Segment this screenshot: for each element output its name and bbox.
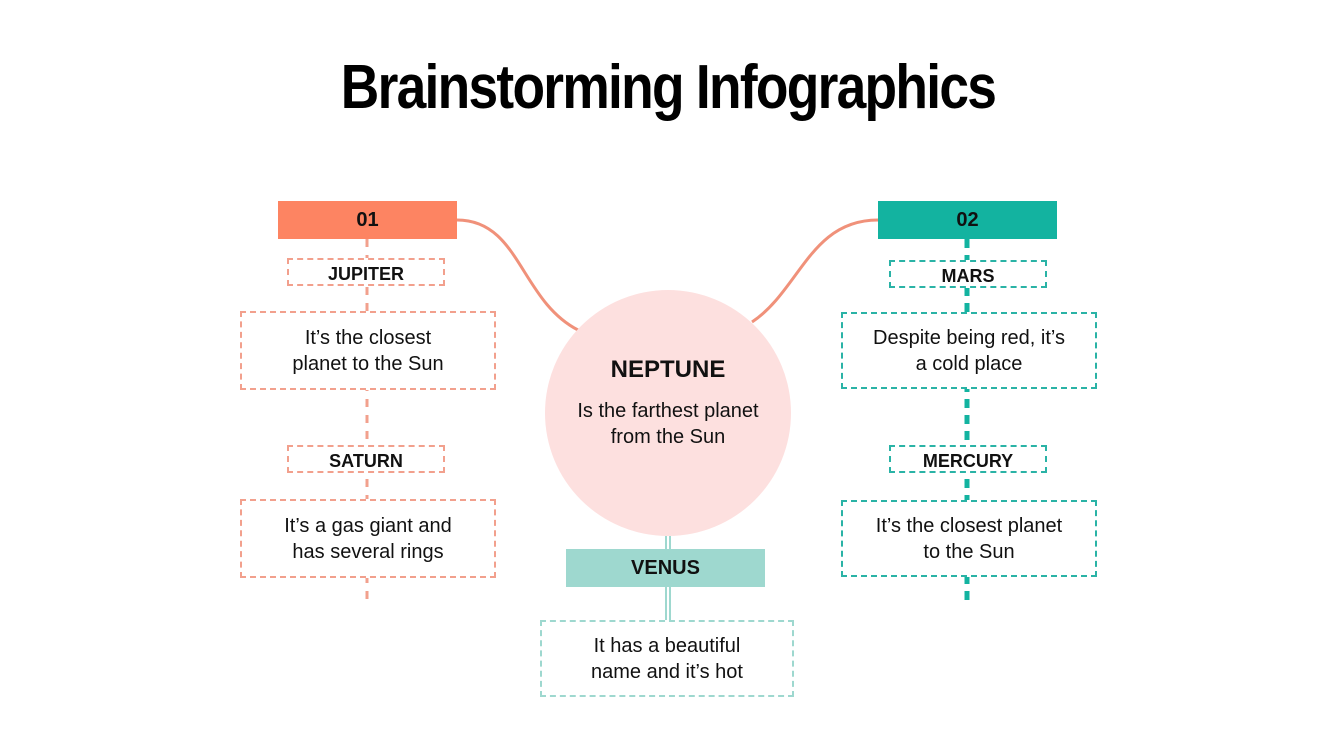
label-saturn: SATURN	[287, 445, 445, 473]
desc-venus-text: It has a beautiful name and it’s hot	[591, 634, 743, 683]
desc-mercury-text: It’s the closest planet to the Sun	[875, 514, 1063, 563]
label-jupiter: JUPITER	[287, 258, 445, 286]
desc-mars: Despite being red, it’s a cold place	[841, 312, 1097, 389]
desc-mercury: It’s the closest planet to the Sun	[841, 500, 1097, 577]
desc-jupiter: It’s the closest planet to the Sun	[240, 311, 496, 390]
desc-saturn-text: It’s a gas giant and has several rings	[284, 514, 452, 563]
label-mercury: MERCURY	[889, 445, 1047, 473]
desc-jupiter-text: It’s the closest planet to the Sun	[292, 326, 444, 375]
header-venus: VENUS	[566, 549, 765, 587]
label-mars: MARS	[889, 260, 1047, 288]
header-02: 02	[878, 201, 1057, 239]
desc-mars-text: Despite being red, it’s a cold place	[873, 326, 1065, 375]
header-01: 01	[278, 201, 457, 239]
page-title: Brainstorming Infographics	[340, 53, 997, 122]
center-circle: NEPTUNE Is the farthest planet from the …	[545, 290, 791, 536]
desc-venus: It has a beautiful name and it’s hot	[540, 620, 794, 697]
desc-saturn: It’s a gas giant and has several rings	[240, 499, 496, 578]
center-text: Is the farthest planet from the Sun	[577, 400, 759, 448]
center-title: NEPTUNE	[610, 356, 726, 383]
